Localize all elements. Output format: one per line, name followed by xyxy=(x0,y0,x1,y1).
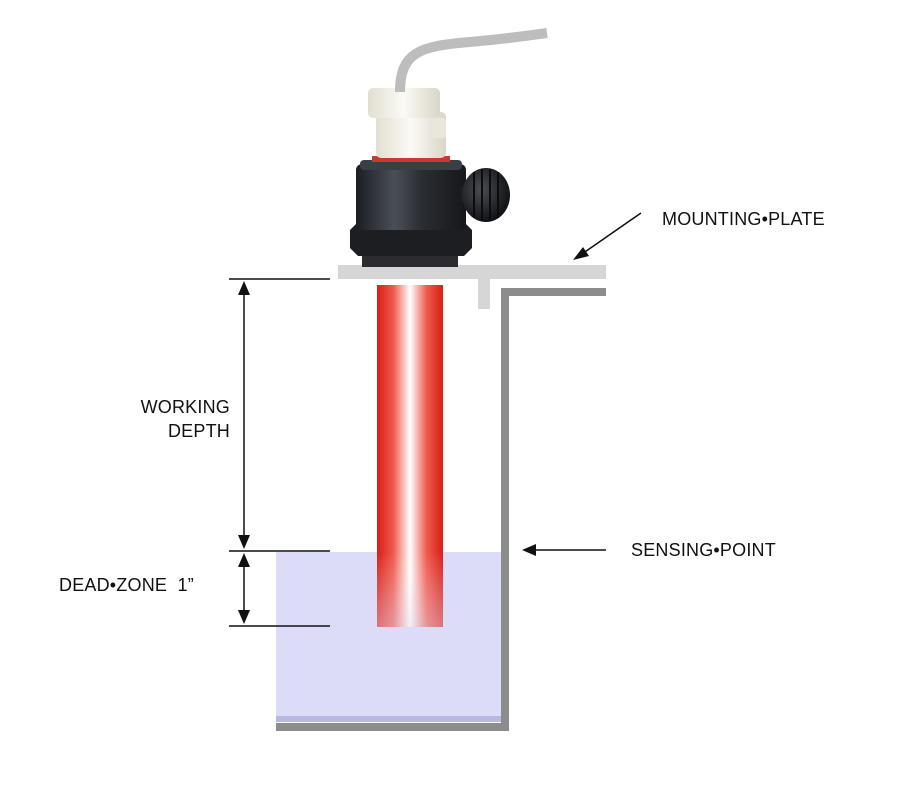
tank xyxy=(276,288,606,731)
mounting-plate xyxy=(338,265,606,279)
working-depth-label-line2: DEPTH xyxy=(168,421,230,441)
cable-icon xyxy=(395,28,548,93)
mounting-plate-label: MOUNTING•PLATE xyxy=(662,209,825,229)
thumb-screw-knob-icon xyxy=(458,168,510,222)
working-depth-arrowhead-top xyxy=(238,281,250,295)
dimension-lines xyxy=(229,212,642,627)
tank-wall xyxy=(276,288,606,731)
working-depth-arrowhead-bottom xyxy=(238,535,250,549)
mounting-plate-arrowhead xyxy=(573,247,589,260)
sensing-point-label: SENSING•POINT xyxy=(631,540,776,560)
thread-collar xyxy=(362,255,458,267)
mounting-plate-pointer xyxy=(581,212,642,255)
probe-rod xyxy=(377,285,443,627)
mounting-plate-stem xyxy=(478,279,490,309)
liquid-bottom-shade xyxy=(276,716,502,722)
sensing-point-arrowhead xyxy=(522,544,536,556)
cable-connector-cap xyxy=(368,88,446,158)
dead-zone-label: DEAD•ZONE 1” xyxy=(59,575,194,595)
dead-zone-arrowhead-bottom xyxy=(238,610,250,624)
dead-zone-arrowhead-top xyxy=(238,553,250,567)
working-depth-label-line1: WORKING xyxy=(141,397,230,417)
sensor-head xyxy=(350,156,472,256)
arrowheads xyxy=(238,247,589,624)
